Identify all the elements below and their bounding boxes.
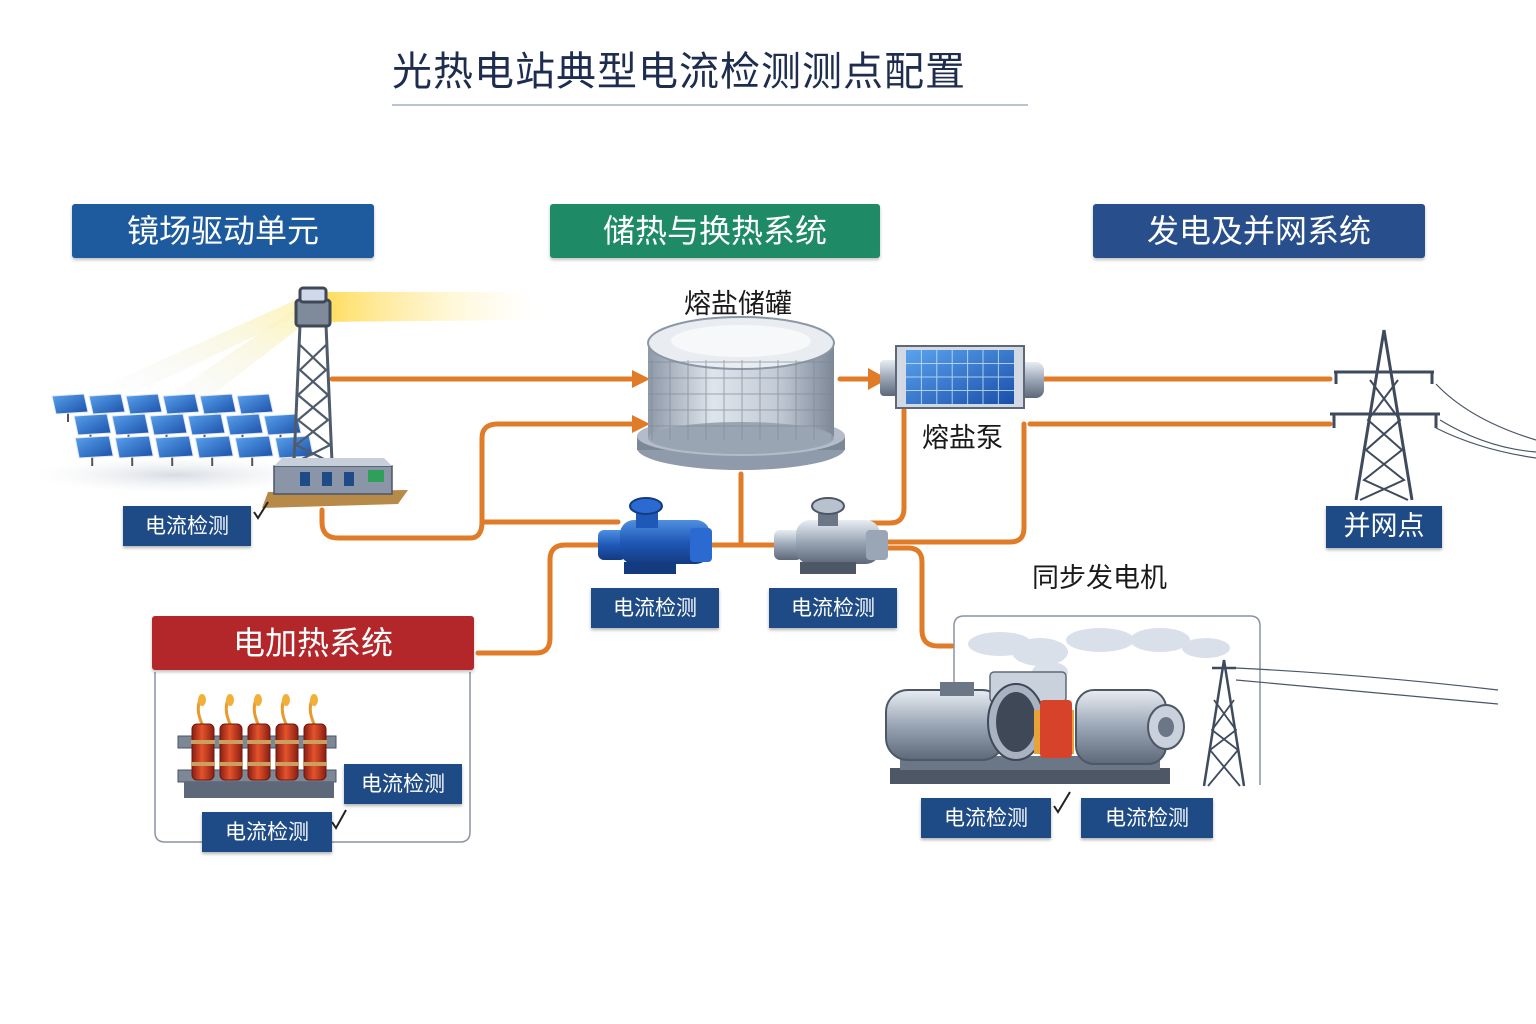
section-electric-heating: 电加热系统 xyxy=(152,616,474,670)
pipe-to-generator xyxy=(885,545,955,649)
electric-heating-frame xyxy=(154,672,471,843)
mirror-field-illustration xyxy=(35,292,540,493)
section-generation: 发电及并网系统 xyxy=(1093,204,1425,258)
label-salt-tank: 熔盐储罐 xyxy=(684,289,792,320)
steam-clouds xyxy=(968,628,1230,682)
generator-power-lines xyxy=(1235,667,1499,705)
badge-current-heater-right: 电流检测 xyxy=(344,764,462,804)
check-marks xyxy=(253,501,1071,830)
light-beam-diagonal-2 xyxy=(150,306,312,420)
tower-icon xyxy=(292,286,334,463)
arrow-into-tank-mid xyxy=(632,415,650,433)
badge-current-generator-left: 电流检测 xyxy=(921,798,1051,838)
pipe-box-to-tank xyxy=(319,421,635,541)
badge-current-pump-left: 电流检测 xyxy=(591,588,719,628)
light-beam-diagonal-1 xyxy=(90,300,310,400)
pipe-right-pump-up xyxy=(859,407,907,526)
generator-frame xyxy=(953,615,1261,785)
badge-current-generator-right: 电流检测 xyxy=(1081,798,1213,838)
pump-panel-grid xyxy=(906,350,1014,404)
generator-tower-icon xyxy=(1202,659,1246,787)
section-storage: 储热与换热系统 xyxy=(550,204,880,258)
tank-panel-grid xyxy=(648,360,834,440)
label-salt-pump: 熔盐泵 xyxy=(922,423,1003,454)
power-lines xyxy=(1435,383,1536,459)
pump-icon-left xyxy=(598,497,712,574)
label-generator: 同步发电机 xyxy=(1032,563,1167,594)
badge-current-mirror: 电流检测 xyxy=(123,506,251,546)
solar-panel-icon xyxy=(51,393,314,466)
pipe-grid-down xyxy=(885,421,1027,545)
grid-point-badge: 并网点 xyxy=(1326,506,1442,548)
control-cabinet xyxy=(262,458,408,508)
pipe-network xyxy=(319,376,1333,656)
pump-icon-right xyxy=(774,497,888,574)
page-title: 光热电站典型电流检测测点配置 xyxy=(392,44,1028,106)
heater-icon xyxy=(177,694,337,798)
section-mirror-field: 镜场驱动单元 xyxy=(72,204,374,258)
arrow-into-tank-top xyxy=(632,370,650,388)
light-beam-horizontal xyxy=(318,292,540,322)
generator-icon xyxy=(885,671,1185,784)
badge-current-heater-bottom: 电流检测 xyxy=(202,812,332,852)
badge-current-pump-right: 电流检测 xyxy=(769,588,897,628)
arrow-into-pump xyxy=(868,368,888,390)
pylon-icon xyxy=(1330,329,1440,501)
pipe-heater-to-pump xyxy=(475,542,601,656)
